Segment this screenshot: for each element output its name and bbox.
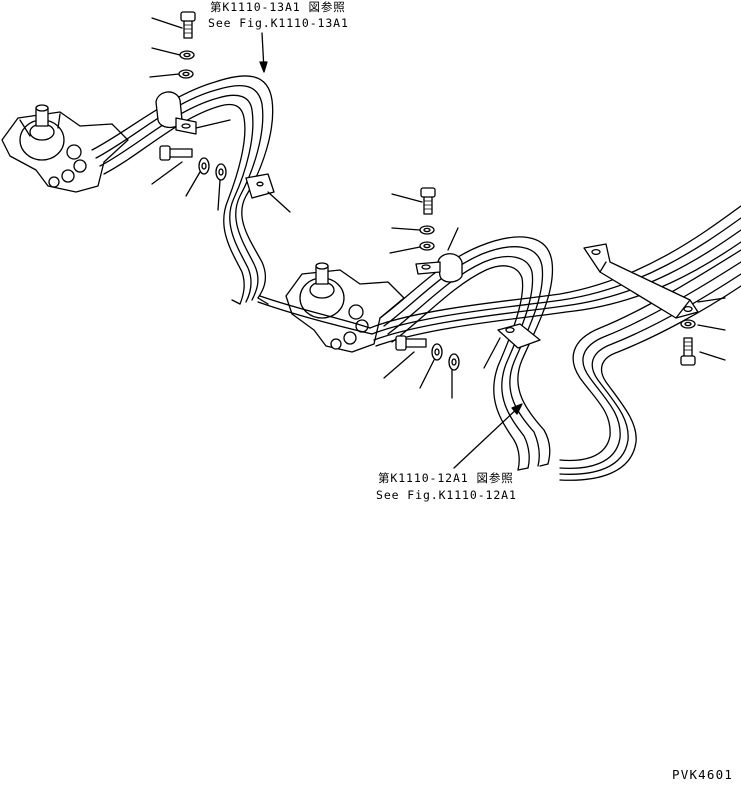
leader-top-washer-1 bbox=[151, 47, 181, 56]
leader-top-clamp bbox=[195, 119, 231, 129]
clamp-middle bbox=[415, 253, 463, 283]
leader-middle-loop-clamp bbox=[483, 337, 501, 369]
leader-middle-side-bolt bbox=[383, 351, 415, 379]
washer-middle-side-2-hole bbox=[451, 358, 457, 366]
pipe-bundle-top bbox=[91, 75, 274, 305]
bracket-right bbox=[583, 243, 699, 319]
leader-top-side-washer-1 bbox=[185, 171, 201, 197]
leader-middle-clamp bbox=[447, 227, 459, 251]
pipe-bundle-middle bbox=[379, 236, 554, 471]
washer-top-side-2 bbox=[215, 163, 227, 181]
leader-right-bolt bbox=[699, 351, 726, 361]
washer-right-hole bbox=[684, 321, 692, 327]
reference-top-english: See Fig.K1110-13A1 bbox=[208, 16, 349, 30]
washer-middle-1 bbox=[419, 225, 435, 235]
washer-middle-side-2 bbox=[448, 353, 460, 371]
leader-top-bolt bbox=[151, 17, 183, 29]
leader-middle-washer-1 bbox=[391, 227, 421, 231]
arrow-middle-ref bbox=[453, 405, 521, 469]
bolt-middle-side bbox=[395, 335, 427, 351]
washer-top-2-hole bbox=[182, 71, 190, 77]
bolt-top-side bbox=[159, 145, 193, 161]
leader-middle-washer-2 bbox=[389, 246, 421, 254]
leader-middle-bolt bbox=[391, 193, 423, 203]
valve-middle bbox=[285, 262, 405, 353]
valve-top bbox=[1, 104, 129, 193]
leader-right-bracket bbox=[697, 297, 726, 303]
reference-middle-japanese: 第K1110-12A1 図参照 bbox=[378, 471, 514, 485]
washer-middle-1-hole bbox=[423, 227, 431, 233]
drawing-code: PVK4601 bbox=[672, 767, 734, 782]
leader-top-side-bolt bbox=[151, 161, 183, 185]
reference-middle-english: See Fig.K1110-12A1 bbox=[376, 488, 517, 502]
washer-middle-2 bbox=[419, 241, 435, 251]
washer-top-side-1-hole bbox=[201, 162, 207, 170]
clamp-top-loop bbox=[245, 173, 275, 199]
arrow-middle-ref-head bbox=[511, 403, 523, 415]
leader-top-loop-clamp bbox=[267, 191, 291, 213]
clamp-middle-loop bbox=[497, 323, 541, 349]
bolt-right bbox=[680, 337, 696, 366]
washer-middle-side-1-hole bbox=[434, 348, 440, 356]
washer-right bbox=[680, 319, 696, 329]
leader-middle-side-washer-1 bbox=[419, 359, 435, 389]
pipe-bundle-long bbox=[257, 205, 741, 347]
washer-middle-side-1 bbox=[431, 343, 443, 361]
leader-top-side-washer-2 bbox=[217, 179, 221, 211]
reference-top-japanese: 第K1110-13A1 図参照 bbox=[210, 0, 346, 14]
clamp-top bbox=[155, 91, 197, 135]
washer-middle-2-hole bbox=[423, 243, 431, 249]
washer-top-1 bbox=[179, 50, 195, 60]
arrow-top-ref-head bbox=[259, 61, 268, 73]
washer-top-1-hole bbox=[183, 52, 191, 58]
leader-top-washer-2 bbox=[149, 73, 180, 78]
washer-top-2 bbox=[178, 69, 194, 79]
washer-top-side-2-hole bbox=[218, 168, 224, 176]
bolt-top bbox=[180, 11, 196, 39]
leader-right-washer bbox=[697, 324, 726, 331]
washer-top-side-1 bbox=[198, 157, 210, 175]
bolt-middle bbox=[420, 187, 436, 215]
